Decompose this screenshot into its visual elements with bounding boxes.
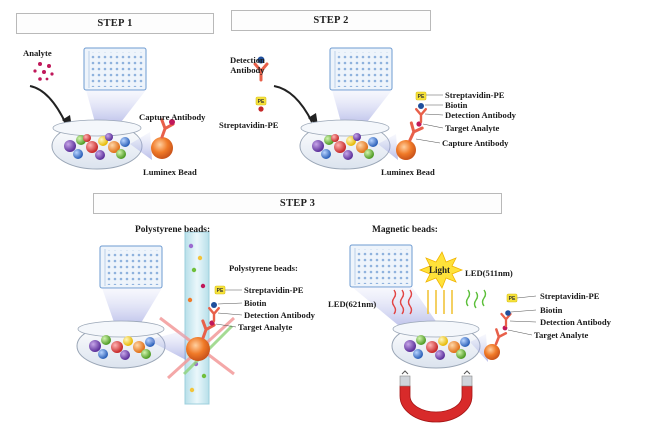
arrow-analyte-to-dish [29,85,67,125]
light-burst [418,251,464,289]
stack2-streptavidin-pe: Streptavidin-PE [445,90,505,100]
flow-column [184,231,210,405]
dish-beads-2 [312,133,378,160]
capture-antibody-label: Capture Antibody [139,112,206,122]
step-2-header: STEP 2 [231,10,431,31]
stack3a-target-analyte: Target Analyte [238,322,293,332]
step-2-label: STEP 2 [313,15,349,26]
dish-beads-4 [404,335,470,360]
step-1-header: STEP 1 [16,13,214,34]
step2-illustration [253,47,444,170]
magnetic-bead [484,344,500,360]
stack3b-detection-antibody: Detection Antibody [540,317,611,327]
luminex-bead-label-1: Luminex Bead [143,167,197,177]
step-3-label: STEP 3 [279,198,316,209]
step-3-header: STEP 3 [93,193,502,214]
step3-polystyrene-illustration [76,231,243,405]
magnetic-title: Magnetic beads: [372,225,438,235]
polystyrene-title: Polystyrene beads: [135,225,211,235]
step1-illustration [29,47,175,170]
luminex-bead-2 [396,140,416,160]
stack3a-streptavidin-pe: Streptavidin-PE [244,285,304,295]
led-511-label: LED(511nm) [465,268,513,278]
dish-beads-1 [64,133,130,160]
stack2-capture-antibody: Capture Antibody [442,138,509,148]
stack3a-detection-antibody: Detection Antibody [244,310,315,320]
light-label: Light [429,265,451,275]
stack3b-streptavidin-pe: Streptavidin-PE [540,291,600,301]
step-1-label: STEP 1 [97,18,133,29]
dish-beads-3 [89,335,155,360]
luminex-bead-label-2: Luminex Bead [381,167,435,177]
detection-antibody-label: Detection Antibody [230,55,265,75]
stack3b-biotin: Biotin [540,305,563,315]
stack3b-target-analyte: Target Analyte [534,330,589,340]
magnet [399,385,473,423]
led-621-label: LED(621nm) [328,299,377,309]
stack2-detection-antibody: Detection Antibody [445,110,516,120]
step3-magnetic-illustration [349,244,537,423]
stack2-biotin: Biotin [445,100,468,110]
polystyrene-bead [186,337,210,361]
stack3a-biotin: Biotin [244,298,267,308]
stack2-target-analyte: Target Analyte [445,123,500,133]
analyte-label: Analyte [23,48,52,58]
polystyrene-subtitle: Polystyrene beads: [229,263,298,273]
streptavidin-pe-label: Streptavidin-PE [219,120,279,130]
analyte-dots [33,62,54,81]
luminex-bead-1 [151,137,173,159]
